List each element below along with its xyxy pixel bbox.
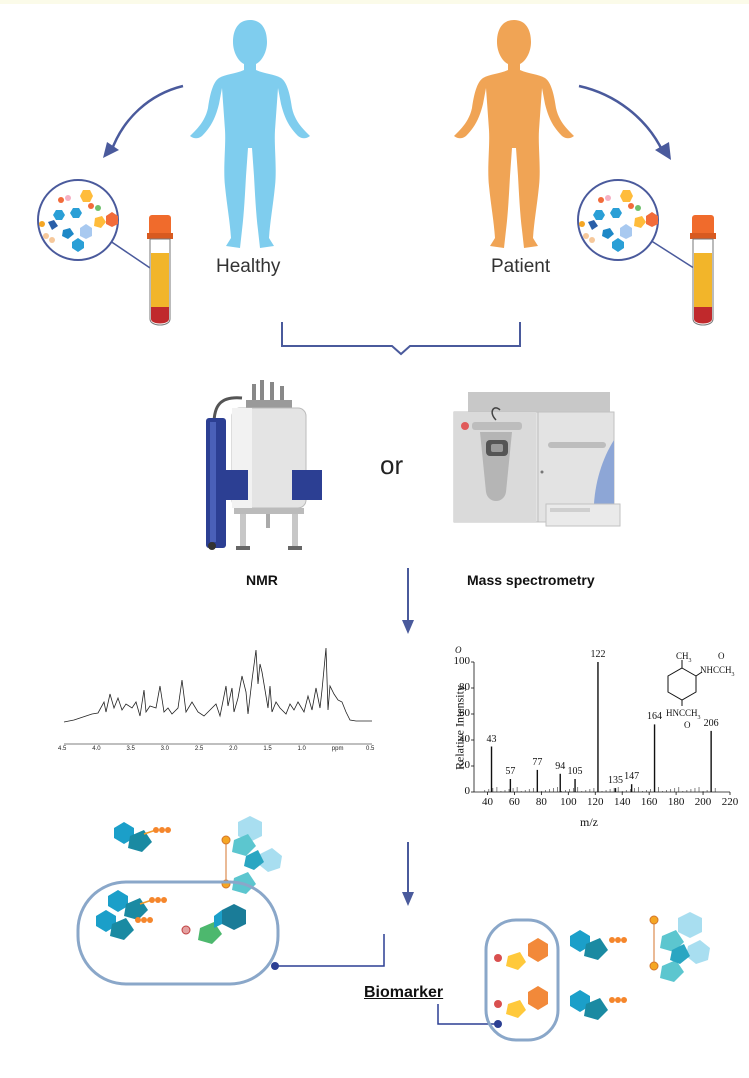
struct-bottom-amide: HNCCH3 bbox=[666, 708, 701, 721]
ms-x-tick-label: 40 bbox=[481, 796, 493, 808]
arrow-to-healthy-sample bbox=[103, 84, 184, 158]
nmr-label: NMR bbox=[246, 572, 278, 588]
nmr-spectrum-plot bbox=[63, 647, 372, 745]
ms-x-tick-label: 200 bbox=[694, 796, 712, 808]
mass-spectrum-chart bbox=[471, 661, 731, 795]
healthy-metabolite-magnifier bbox=[37, 179, 157, 273]
arrow-down-to-spectra bbox=[402, 568, 414, 634]
nmr-x-tick-label: 1.5 bbox=[263, 746, 272, 752]
nmr-x-tick-label: 1.0 bbox=[297, 746, 306, 752]
nmr-x-tick-label: 3.5 bbox=[126, 746, 135, 752]
healthy-metabolite-cluster bbox=[108, 816, 282, 920]
nmr-x-tick-label: 4.5 bbox=[58, 746, 67, 752]
patient-biomarker-capsule bbox=[484, 918, 560, 1042]
ms-y-tick-label: 40 bbox=[459, 733, 470, 745]
nmr-x-tick-label: 4.0 bbox=[92, 746, 101, 752]
nmr-x-tick-label: 2.5 bbox=[194, 746, 204, 752]
ms-peak-label: 94 bbox=[555, 760, 566, 772]
metabolite-molecule-a bbox=[114, 822, 171, 852]
ms-xlabel: m/z bbox=[580, 815, 598, 829]
struct-top-o: O bbox=[718, 651, 725, 661]
arrow-down-to-biomarkers bbox=[402, 842, 414, 906]
ms-peak-label: 57 bbox=[505, 766, 516, 777]
ms-peak-label: 43 bbox=[486, 733, 497, 745]
patient-metabolite-magnifier bbox=[577, 179, 701, 273]
ms-corner-mark: O bbox=[455, 645, 462, 655]
ms-peak-label: 147 bbox=[624, 771, 640, 783]
patient-blood-tube-icon bbox=[690, 215, 716, 326]
nmr-x-tick-label: 3.0 bbox=[160, 746, 169, 752]
or-label: or bbox=[380, 450, 404, 480]
ms-peak-label: 122 bbox=[590, 649, 606, 660]
mass-spec-label: Mass spectrometry bbox=[467, 572, 595, 588]
ms-y-tick-label: 80 bbox=[459, 681, 470, 693]
ms-peak-label: 206 bbox=[703, 717, 719, 729]
nmr-x-tick-label: 2.0 bbox=[229, 746, 238, 752]
healthy-blood-tube-icon bbox=[147, 215, 173, 326]
patient-metabolite-cluster bbox=[570, 912, 710, 1020]
ms-y-tick-label: 0 bbox=[464, 785, 471, 797]
healthy-biomarker-capsule bbox=[76, 880, 385, 986]
ms-peak-label: 105 bbox=[567, 766, 583, 777]
struct-ch3: CH3 bbox=[676, 651, 692, 664]
mass-spectrometer-icon bbox=[453, 392, 621, 527]
ms-x-tick-label: 100 bbox=[560, 796, 577, 808]
ms-peak-label: 77 bbox=[532, 756, 543, 768]
ms-peak-label: 164 bbox=[647, 711, 663, 723]
top-border-strip bbox=[0, 0, 749, 4]
ms-x-tick-label: 160 bbox=[640, 796, 658, 808]
patient-label: Patient bbox=[491, 256, 551, 277]
healthy-person-icon bbox=[190, 20, 310, 248]
ms-x-tick-label: 220 bbox=[721, 796, 739, 808]
nmr-x-tick-label: ppm bbox=[331, 746, 344, 752]
ms-x-tick-label: 80 bbox=[535, 796, 547, 808]
healthy-label: Healthy bbox=[216, 256, 281, 277]
arrow-to-patient-sample bbox=[578, 84, 671, 160]
benzene-ring-structure bbox=[667, 660, 703, 706]
ms-x-tick-label: 180 bbox=[667, 796, 685, 808]
ms-peak-label: 135 bbox=[607, 775, 623, 787]
nmr-x-tick-label: 0.5 bbox=[366, 746, 375, 752]
merge-bracket bbox=[281, 322, 521, 356]
patient-person-icon bbox=[454, 20, 574, 248]
nmr-spectrometer-icon bbox=[206, 380, 322, 550]
ms-x-tick-label: 120 bbox=[587, 796, 604, 808]
ms-y-tick-label: 100 bbox=[453, 655, 471, 667]
biomarker-connector-right bbox=[437, 1004, 502, 1028]
biomarker-label: Biomarker bbox=[364, 984, 444, 1001]
ms-x-tick-label: 140 bbox=[613, 796, 631, 808]
struct-top-amide: NHCCH3 bbox=[700, 665, 735, 678]
ms-y-tick-label: 60 bbox=[459, 707, 470, 719]
metabolite-molecule-b bbox=[108, 890, 167, 920]
ms-y-tick-label: 20 bbox=[459, 759, 470, 771]
ms-x-tick-label: 60 bbox=[508, 796, 520, 808]
struct-bottom-o: O bbox=[684, 720, 691, 730]
